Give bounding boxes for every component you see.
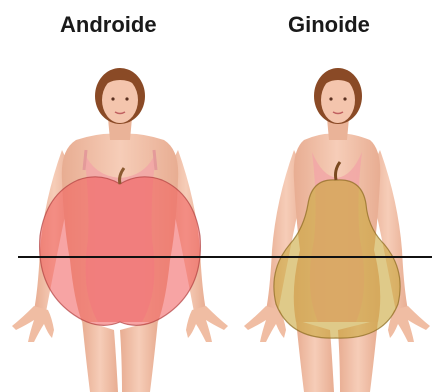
apple-shape-overlay bbox=[40, 177, 201, 326]
android-figure bbox=[12, 68, 228, 392]
gynoid-figure bbox=[244, 68, 430, 392]
